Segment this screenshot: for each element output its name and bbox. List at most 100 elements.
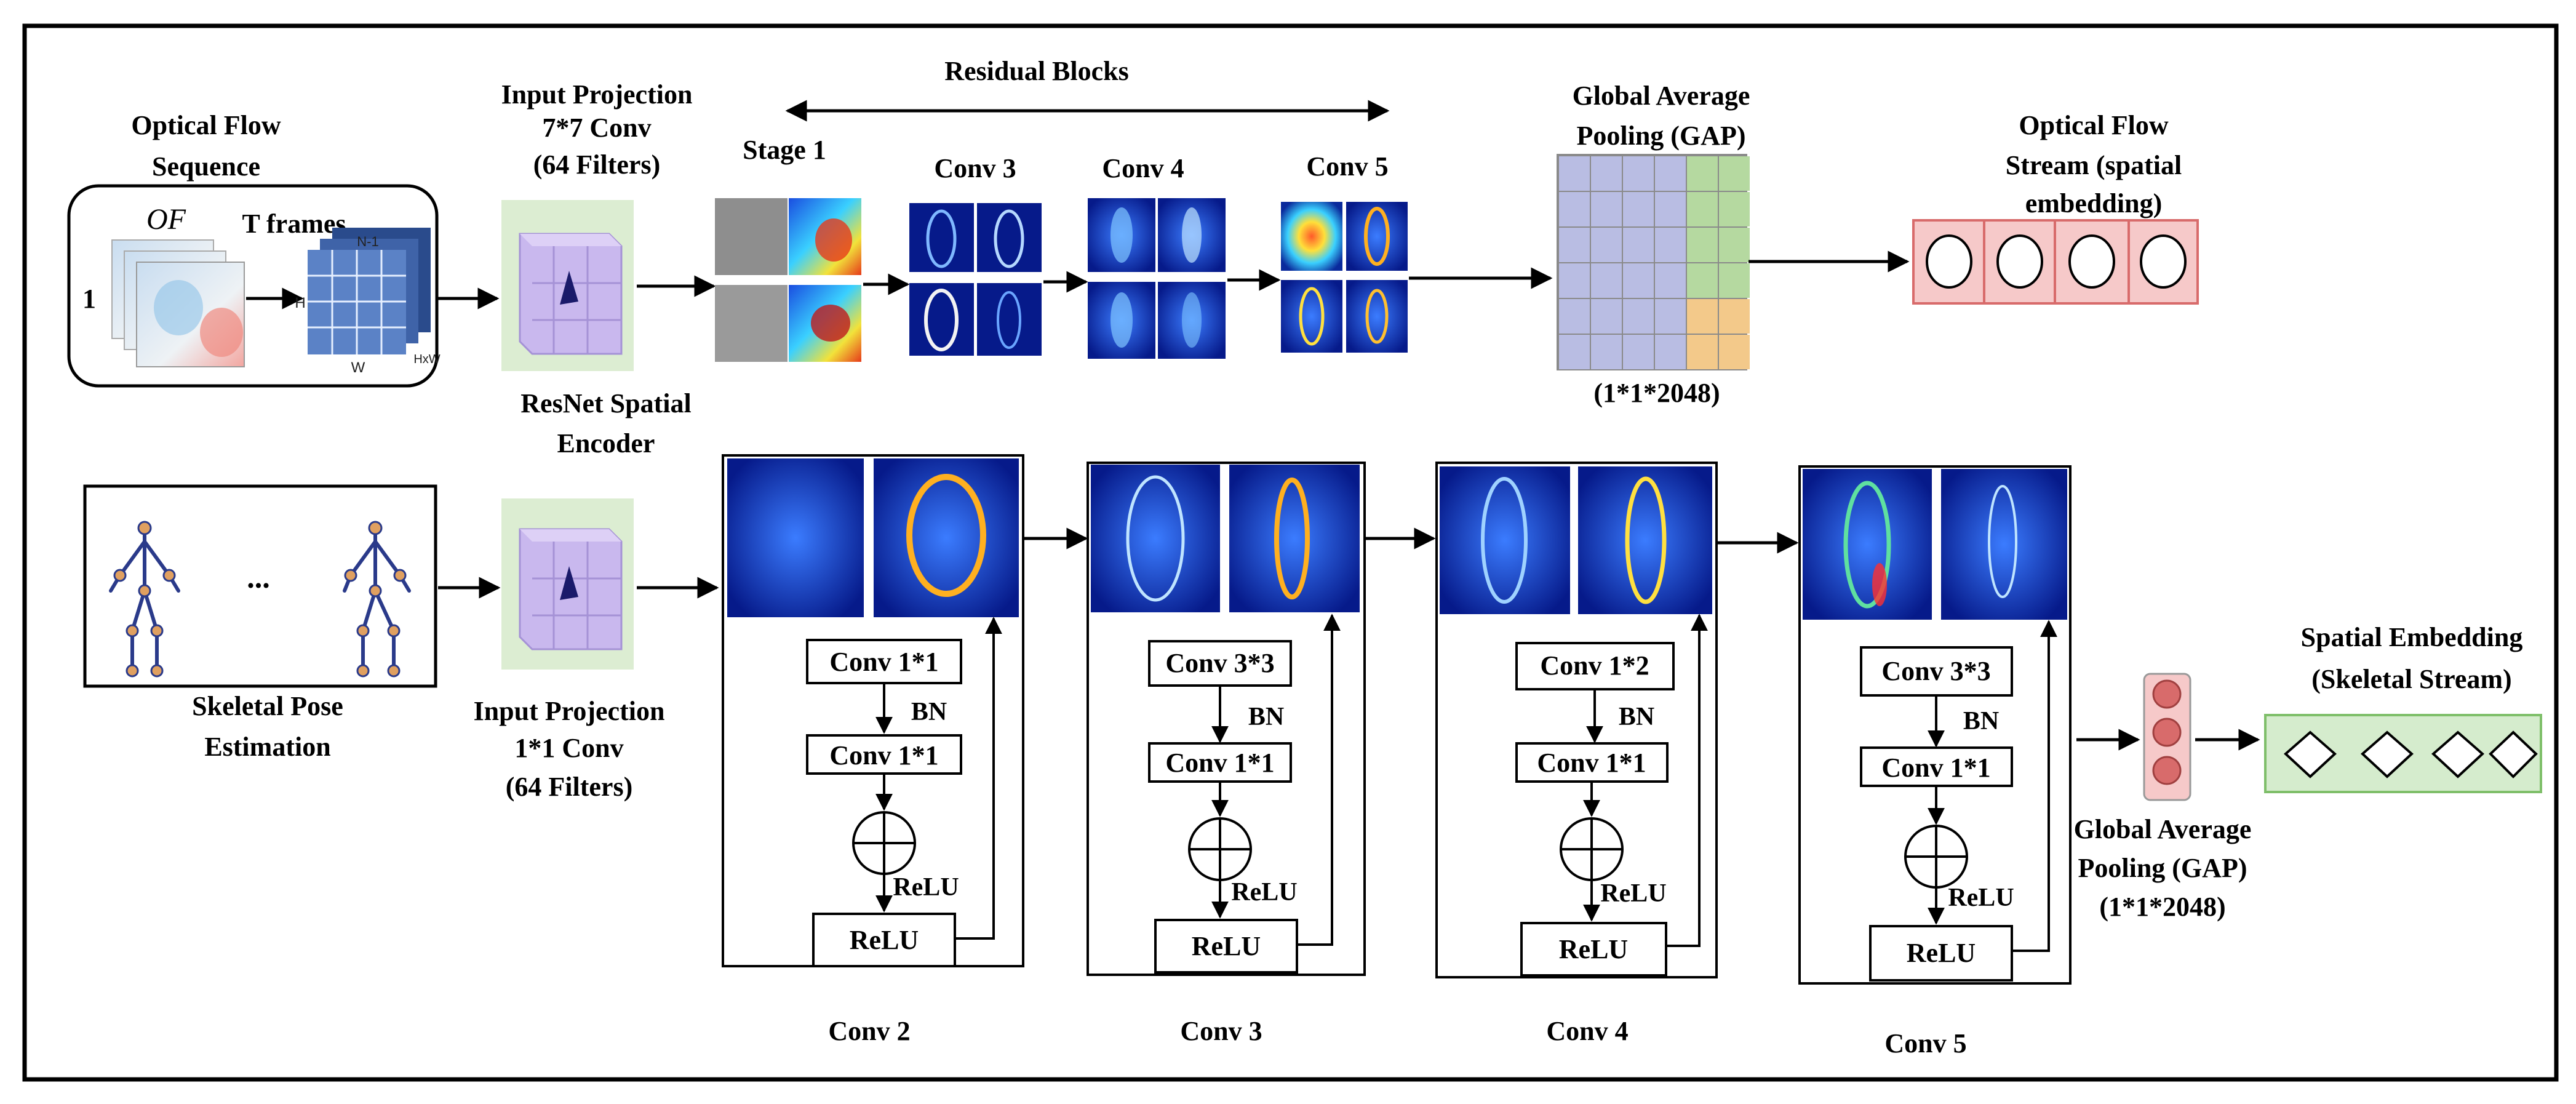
gap-cell [1591,299,1622,334]
gap-cell [1687,156,1718,191]
gap-cell [1623,192,1654,226]
block-conv3-conv-b: Conv 1*1 [1165,748,1274,778]
block-conv2-bn: BN [911,698,947,726]
gap-cell [1591,263,1622,298]
gap-cell [1591,335,1622,369]
dim-n-label: N-1 [357,234,378,249]
gap-cell [1623,263,1654,298]
skeletal-stream-embedding [2264,714,2542,793]
top-conv5-label: Conv 5 [1306,151,1388,182]
gap-cell [1687,335,1718,369]
gap-cell [1559,192,1590,226]
gap-cell [1687,263,1718,298]
block-conv3-bn: BN [1248,703,1284,731]
tensor-grid: H W N-1 HxW [295,228,441,376]
block-conv5-relu-box: ReLU [1907,938,1976,968]
dim-hxw-label: HxW [413,353,440,366]
gap-cell [1559,228,1590,262]
skeletal-pose-box [83,484,437,688]
block-conv4-bn: BN [1619,703,1654,731]
block-conv2-conv-a: Conv 1*1 [829,647,938,677]
of-label: OF [146,203,186,236]
skeletal-label-2: Estimation [204,732,330,762]
input-proj-bottom-cube [501,498,634,670]
top-conv3-label: Conv 3 [934,153,1016,183]
spatial-emb-label-2: (Skeletal Stream) [2311,664,2511,694]
gap-bottom-dim: (1*1*2048) [2099,892,2225,922]
top-conv3-images [909,203,1042,356]
gap-cell [1623,335,1654,369]
gap-top-label-2: Pooling (GAP) [1577,121,1746,151]
one-label: 1 [82,284,96,314]
block-conv3-conv-a: Conv 3*3 [1165,648,1274,678]
gap-bottom-label-2: Pooling (GAP) [2078,853,2247,883]
gap-cell [1559,335,1590,369]
of-stream-label-1: Optical Flow [2019,110,2168,140]
gap-cell [1687,228,1718,262]
gap-cell [1719,299,1750,334]
gap-cell [1559,263,1590,298]
gap-cell [1655,156,1686,191]
stage1-label: Stage 1 [743,135,826,165]
resnet-label-1: ResNet Spatial [520,388,691,418]
residual-blocks-label: Residual Blocks [944,56,1129,86]
top-conv4-label: Conv 4 [1102,153,1184,183]
block-conv5-bn: BN [1963,707,1999,735]
gap-cell [1719,263,1750,298]
gap-cell [1719,156,1750,191]
input-proj-top-2: 7*7 Conv [542,113,651,143]
t-frames-label: T frames [242,209,346,239]
optical-flow-frames [111,239,245,367]
resnet-label-2: Encoder [557,428,655,458]
block-conv3: Conv 3*3 BN Conv 1*1 ReLU ReLU [1087,462,1366,976]
gap-cell [1655,228,1686,262]
input-proj-top-1: Input Projection [501,79,693,110]
block-conv3-title: Conv 3 [1180,1016,1262,1046]
block-conv2-relu-box: ReLU [850,925,919,955]
dim-w-label: W [351,359,365,376]
block-conv2: Conv 1*1 BN Conv 1*1 ReLU ReLU [722,454,1024,967]
of-stream-label-3: embedding) [2025,188,2162,218]
input-proj-bot-3: (64 Filters) [506,772,632,802]
gap-bottom-vector [2143,673,2191,801]
of-stream-label-2: Stream (spatial [2006,150,2182,180]
of-stream-embedding [1912,219,2199,305]
gap-cell [1687,192,1718,226]
block-conv2-title: Conv 2 [828,1016,910,1046]
block-conv4-title: Conv 4 [1546,1016,1628,1046]
block-conv4-relu-label: ReLU [1600,879,1666,908]
gap-cell [1591,156,1622,191]
gap-cell [1655,335,1686,369]
block-conv5-relu-label: ReLU [1948,884,2014,912]
gap-cell [1591,192,1622,226]
block-conv2-relu-label: ReLU [893,873,959,902]
dim-h-label: H [295,295,305,311]
gap-cell [1687,299,1718,334]
spatial-emb-label-1: Spatial Embedding [2301,622,2523,652]
block-conv3-relu-box: ReLU [1192,931,1261,961]
top-conv5-images [1281,202,1408,353]
gap-top-grid [1557,154,1750,370]
gap-cell [1719,192,1750,226]
block-conv5-title: Conv 5 [1884,1028,1966,1058]
block-conv4-relu-box: ReLU [1559,934,1628,964]
gap-cell [1655,299,1686,334]
input-proj-bot-1: Input Projection [474,696,665,726]
gap-cell [1623,156,1654,191]
gap-cell [1655,263,1686,298]
gap-cell [1719,228,1750,262]
skeletal-label-1: Skeletal Pose [192,691,343,721]
skeletal-ellipsis: ... [247,560,270,594]
block-conv2-conv-b: Conv 1*1 [829,740,938,770]
block-conv5: Conv 3*3 BN Conv 1*1 ReLU ReLU [1798,465,2072,985]
gap-cell [1559,156,1590,191]
gap-top-dim: (1*1*2048) [1593,378,1720,408]
gap-top-label-1: Global Average [1573,81,1750,111]
gap-cell [1623,299,1654,334]
block-conv5-conv-a: Conv 3*3 [1881,656,1990,686]
input-proj-bot-2: 1*1 Conv [514,733,623,763]
gap-cell [1559,299,1590,334]
gap-bottom-label-1: Global Average [2074,814,2252,844]
gap-cell [1591,228,1622,262]
